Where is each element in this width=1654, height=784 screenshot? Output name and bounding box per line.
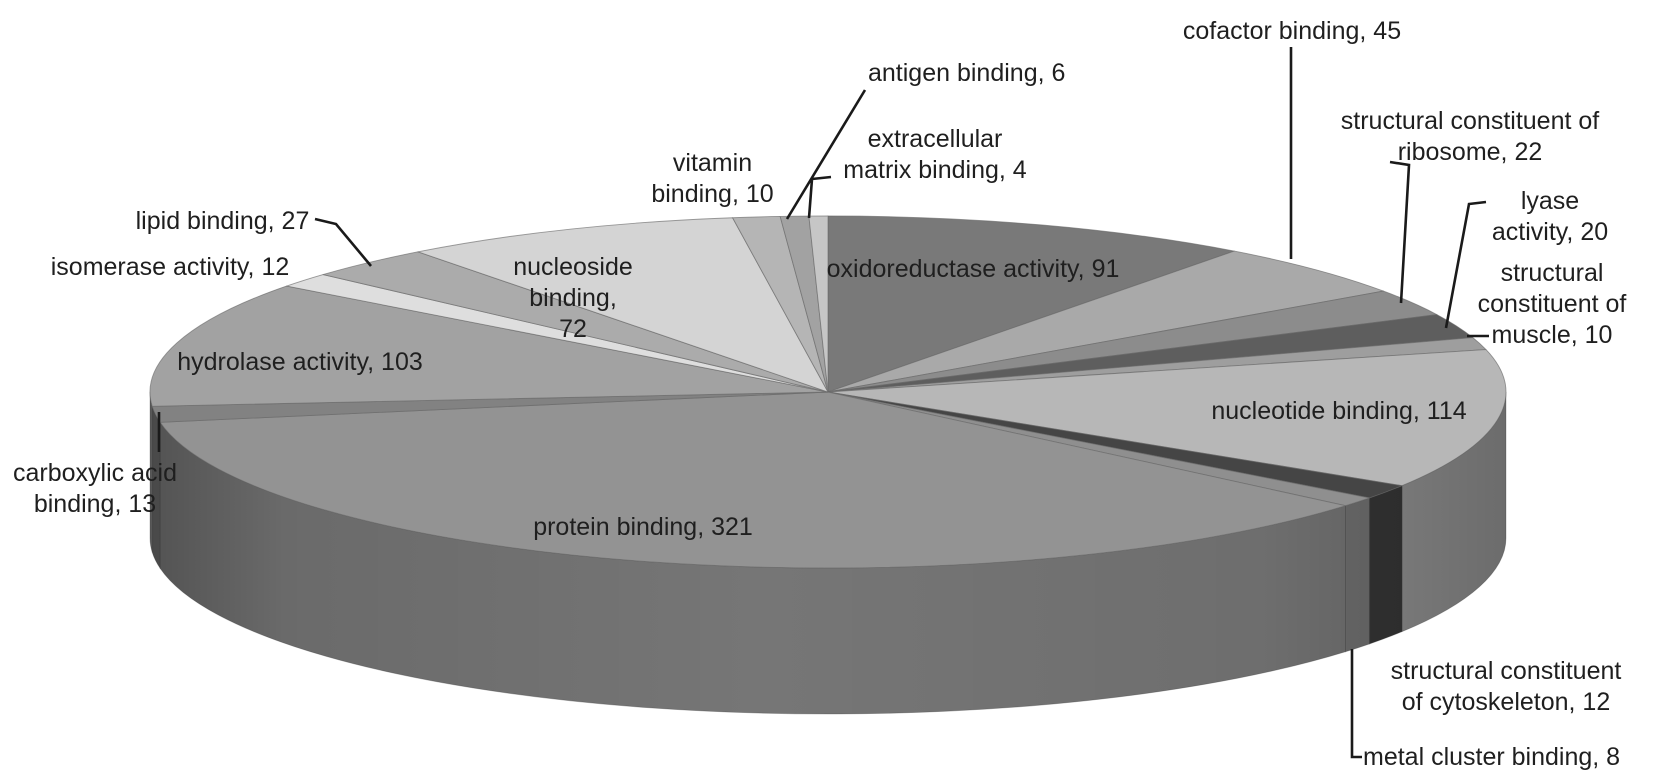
slice-label-extracellular-matrix-binding: extracellular matrix binding, 4 (843, 125, 1027, 184)
slice-label-oxidoreductase-activity: oxidoreductase activity, 91 (826, 255, 1120, 283)
pie-slice-cofactor-binding (827, 250, 1384, 393)
pie-slice-hydrolase-activity (149, 285, 829, 407)
slice-label-structural-constituent-of-cytoskeleton: structural constituent of cytoskeleton, … (1390, 657, 1622, 716)
leader-line-structural-constituent-of-ribosome (1389, 160, 1411, 304)
pie-slice-nucleoside-binding (417, 217, 829, 393)
slice-label-nucleoside-binding: nucleoside binding, 72 (513, 253, 633, 343)
slice-label-lyase-activity: lyase activity, 20 (1491, 187, 1609, 246)
slice-label-antigen-binding: antigen binding, 6 (868, 59, 1066, 87)
slice-label-hydrolase-activity: hydrolase activity, 103 (177, 348, 423, 376)
leader-line-lyase-activity (1444, 200, 1487, 329)
slice-label-protein-binding: protein binding, 321 (533, 513, 753, 541)
leader-line-metal-cluster-binding (1350, 649, 1362, 759)
pie-slice-nucleotide-binding (827, 349, 1507, 487)
slice-label-carboxylic-acid-binding: carboxylic acid binding, 13 (13, 459, 177, 518)
slice-label-nucleotide-binding: nucleotide binding, 114 (1211, 397, 1467, 425)
slice-label-lipid-binding: lipid binding, 27 (135, 207, 310, 235)
leader-line-extracellular-matrix-binding (807, 175, 832, 219)
slice-label-vitamin-binding: vitamin binding, 10 (651, 149, 774, 208)
pie-slice-oxidoreductase-activity (827, 215, 1235, 393)
pie-slice-protein-binding (159, 391, 1346, 569)
leader-line-lipid-binding (314, 217, 372, 267)
slice-label-isomerase-activity: isomerase activity, 12 (50, 253, 290, 281)
slice-label-structural-constituent-of-muscle: structural constituent of muscle, 10 (1477, 259, 1627, 349)
slice-label-metal-cluster-binding: metal cluster binding, 8 (1363, 743, 1621, 771)
slice-label-structural-constituent-of-ribosome: structural constituent of ribosome, 22 (1340, 107, 1600, 166)
leader-line-antigen-binding (785, 89, 867, 220)
slice-label-cofactor-binding: cofactor binding, 45 (1182, 17, 1402, 45)
rim-shading (150, 392, 1506, 714)
